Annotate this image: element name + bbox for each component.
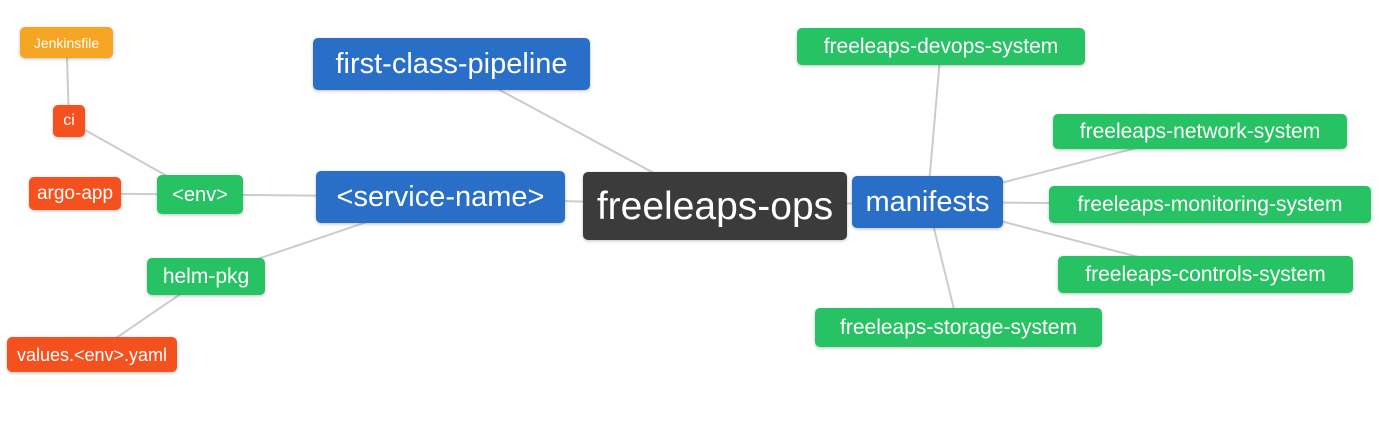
node-manifests[interactable]: manifests [852, 176, 1003, 228]
node-ci[interactable]: ci [53, 105, 85, 137]
node-label: helm-pkg [162, 265, 250, 288]
node-argo-app[interactable]: argo-app [29, 177, 121, 210]
node-label: manifests [865, 185, 990, 218]
node-label: <service-name> [336, 180, 545, 213]
node-jenkinsfile[interactable]: Jenkinsfile [20, 27, 113, 58]
node-service-name[interactable]: <service-name> [316, 171, 565, 223]
node-env[interactable]: <env> [157, 175, 243, 214]
node-values-env-yaml[interactable]: values.<env>.yaml [7, 337, 177, 372]
node-storage-system[interactable]: freeleaps-storage-system [815, 308, 1102, 347]
node-helm-pkg[interactable]: helm-pkg [147, 258, 265, 295]
node-first-class-pipeline[interactable]: first-class-pipeline [313, 38, 590, 90]
node-label: freeleaps-devops-system [823, 35, 1059, 58]
node-network-system[interactable]: freeleaps-network-system [1053, 114, 1347, 149]
node-monitoring-system[interactable]: freeleaps-monitoring-system [1049, 186, 1371, 223]
node-label: freeleaps-ops [596, 184, 834, 228]
node-label: <env> [172, 183, 228, 206]
node-controls-system[interactable]: freeleaps-controls-system [1058, 256, 1353, 293]
node-label: freeleaps-network-system [1079, 120, 1321, 143]
node-label: freeleaps-monitoring-system [1077, 193, 1343, 216]
node-devops-system[interactable]: freeleaps-devops-system [797, 28, 1085, 65]
node-label: argo-app [36, 183, 114, 204]
node-label: first-class-pipeline [335, 47, 568, 80]
node-freeleaps-ops[interactable]: freeleaps-ops [583, 172, 847, 240]
node-label: Jenkinsfile [33, 34, 100, 51]
node-label: freeleaps-controls-system [1085, 263, 1326, 286]
node-label: values.<env>.yaml [16, 344, 168, 365]
node-label: freeleaps-storage-system [840, 316, 1077, 339]
node-label: ci [63, 112, 75, 129]
